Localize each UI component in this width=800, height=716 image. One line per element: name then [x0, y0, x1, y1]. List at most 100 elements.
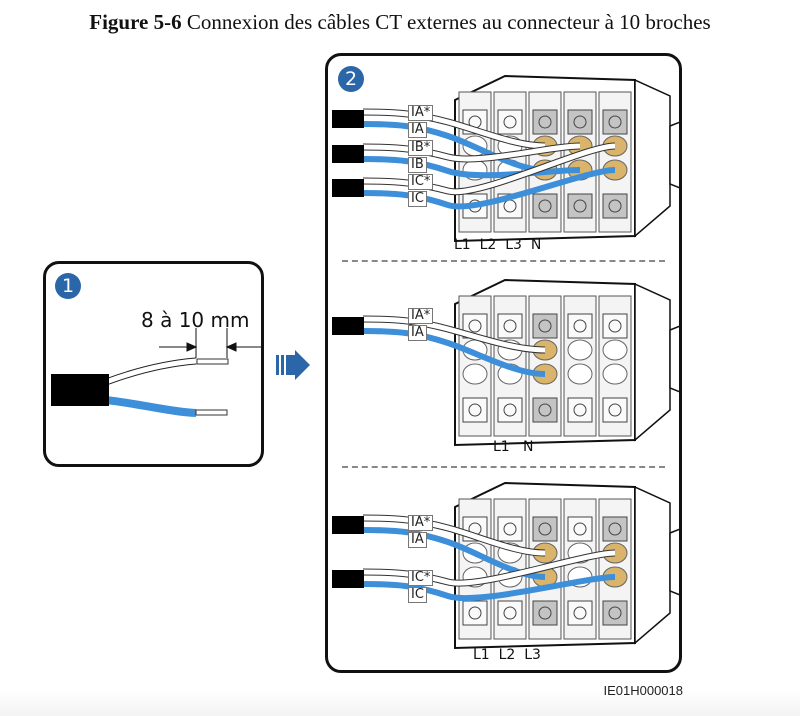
screw-head [608, 199, 622, 213]
cable-sheath [332, 110, 364, 128]
connector-latch [669, 525, 686, 599]
terminal-screw [567, 313, 593, 339]
terminal-screw [532, 193, 558, 219]
wire-tag: IA* [408, 308, 434, 324]
terminal-screw [532, 516, 558, 542]
connector-latch [669, 322, 686, 396]
screw-head [573, 606, 587, 620]
terminal-screw [497, 600, 523, 626]
cable-sheath [332, 317, 364, 335]
wire-tag: IA* [408, 105, 434, 121]
figure-caption: Figure 5-6 Connexion des câbles CT exter… [0, 10, 800, 35]
screw-head [468, 319, 482, 333]
white-wire [362, 143, 616, 195]
terminal-screw [602, 193, 628, 219]
white-wire [362, 316, 546, 353]
ct-cable [332, 142, 581, 179]
figure-code: IE01H000018 [603, 683, 683, 698]
connector-side [634, 485, 671, 645]
wire-tag: IC [408, 191, 427, 207]
connector-illustration [332, 74, 686, 243]
cable-strip-illustration [51, 328, 261, 417]
blue-wire [362, 156, 581, 179]
white-wire [362, 143, 581, 162]
terminal-screw [532, 313, 558, 339]
screw-head [503, 606, 517, 620]
terminal-screw [497, 516, 523, 542]
screw-head [573, 522, 587, 536]
terminal-screw [567, 397, 593, 423]
wire-tag: IB* [408, 140, 434, 156]
screw-head [538, 199, 552, 213]
connector-illustration [332, 481, 686, 650]
ten-pin-connector [454, 278, 686, 447]
wire-tag: IC* [408, 570, 434, 586]
wire-tag: IB [408, 157, 427, 173]
wire-entry [602, 363, 628, 385]
screw-head [468, 403, 482, 417]
screw-head [538, 606, 552, 620]
wire-tag: IA [408, 325, 427, 341]
terminal-labels: L1 L2 L3 [473, 647, 541, 663]
blue-wire [362, 121, 546, 173]
screw-head [573, 115, 587, 129]
screw-head [573, 319, 587, 333]
wire-entry [567, 339, 593, 361]
step-1-panel: 1 8 à 10 mm [43, 261, 264, 467]
ct-cable [332, 315, 546, 377]
screw-head [503, 522, 517, 536]
wiring-three-phase-three-wire [328, 468, 686, 672]
white-wire [362, 515, 546, 556]
terminal-screw [567, 600, 593, 626]
screw-head [538, 403, 552, 417]
screw-head [503, 403, 517, 417]
wiring-three-phase-four-wire [328, 56, 686, 260]
figure-title: Connexion des câbles CT externes au conn… [186, 10, 711, 34]
ct-cable [332, 549, 616, 602]
cable-sheath [332, 516, 364, 534]
terminal-screw [532, 600, 558, 626]
wire-tag: IA* [408, 515, 434, 531]
terminal-screw [462, 397, 488, 423]
screw-head [608, 319, 622, 333]
screw-head [608, 522, 622, 536]
screw-head [503, 115, 517, 129]
screw-head [538, 115, 552, 129]
screw-head [503, 319, 517, 333]
wiring-single-phase [328, 262, 686, 466]
ct-cable [332, 142, 616, 210]
ten-pin-connector [454, 481, 686, 650]
wire-tag: IC [408, 587, 427, 603]
screw-head [573, 199, 587, 213]
terminal-screw [602, 109, 628, 135]
terminal-screw [602, 313, 628, 339]
terminal-labels: L1 N [493, 439, 534, 455]
connector-illustration [332, 278, 686, 447]
terminal-screw [532, 109, 558, 135]
screw-head [538, 319, 552, 333]
white-wire [362, 109, 546, 149]
screw-head [608, 606, 622, 620]
section-divider [342, 466, 665, 468]
terminal-screw [497, 397, 523, 423]
terminal-screw [567, 193, 593, 219]
blue-wire [362, 167, 616, 210]
white-wire [362, 550, 616, 586]
step-2-badge: 2 [338, 66, 364, 92]
terminal-screw [497, 313, 523, 339]
figure-number: Figure 5-6 [89, 10, 182, 34]
blue-wire [105, 396, 197, 417]
white-wire-bare-end [196, 358, 229, 365]
cable-sheath [332, 145, 364, 163]
section-divider [342, 260, 665, 262]
step-2-panel: 2 L1 L2 L3 N L1 N L1 L2 L3 IA* IA IB* IB… [325, 53, 686, 673]
screw-head [468, 606, 482, 620]
screw-head [538, 522, 552, 536]
blue-wire-bare-end [195, 409, 228, 416]
step-1-badge: 1 [55, 273, 81, 299]
wire-entry [567, 363, 593, 385]
wire-entry [602, 339, 628, 361]
terminal-screw [497, 109, 523, 135]
terminal-screw [567, 109, 593, 135]
dimension-marker [159, 328, 261, 358]
